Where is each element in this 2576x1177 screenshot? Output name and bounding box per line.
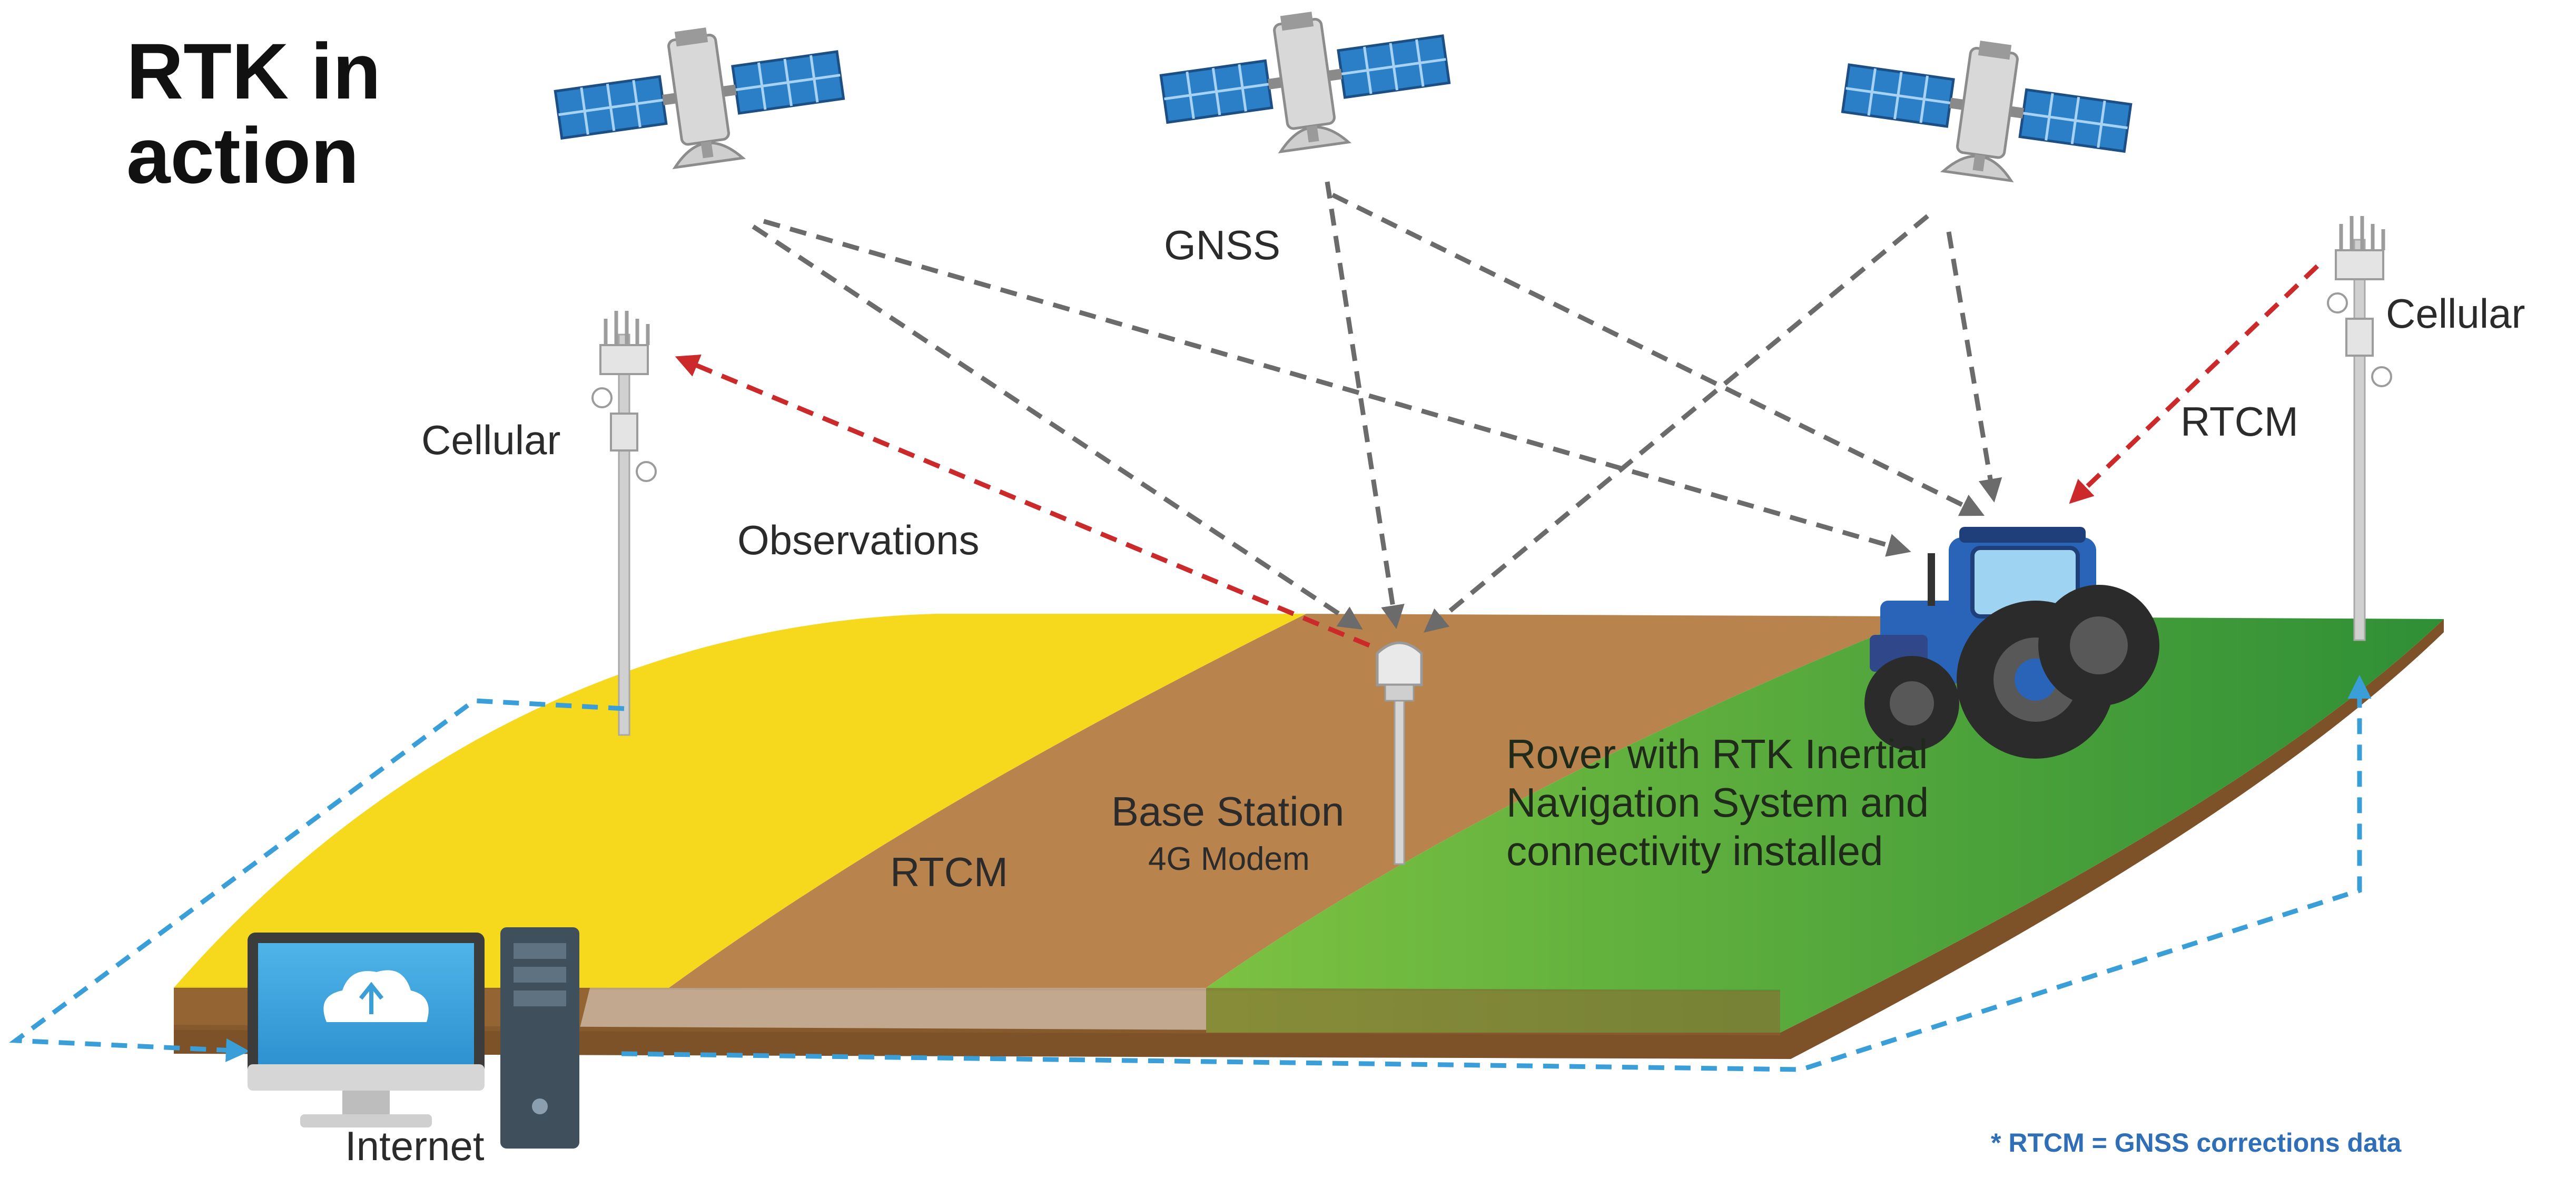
cell-tower-icon (2328, 216, 2391, 640)
gnss-label: GNSS (1164, 222, 1281, 268)
pc-tower-icon (500, 927, 579, 1149)
rover-description: Rover with RTK Inertial Navigation Syste… (1506, 731, 1929, 874)
rtcm-links (675, 264, 2320, 648)
internet-label: Internet (345, 1123, 485, 1169)
base-station-label: Base Station (1111, 788, 1345, 835)
field-green (1206, 616, 2444, 1033)
computer-monitor-icon (248, 933, 485, 1127)
cellular-left-label: Cellular (421, 417, 561, 463)
observations-label: Observations (737, 517, 980, 563)
cellular-right-label: Cellular (2386, 290, 2525, 337)
field-yellow (174, 614, 1306, 988)
cloud-icon (323, 970, 429, 1022)
base-modem-label: 4G Modem (1148, 841, 1310, 877)
satellite-icon (1155, 0, 1455, 166)
tractor-icon (1864, 527, 2159, 759)
field-brown (669, 614, 1922, 988)
satellite-icon (1837, 23, 2137, 196)
gnss-signal-lines (752, 181, 2002, 633)
rtcm-label-field: RTCM (890, 849, 1008, 895)
internet-links (9, 675, 2372, 1072)
page-title: RTK in action (126, 27, 381, 200)
rtcm-label-right: RTCM (2180, 398, 2298, 445)
footnote: * RTCM = GNSS corrections data (1991, 1128, 2402, 1158)
gnss-antenna-icon (1376, 641, 1423, 865)
satellite-icon (549, 10, 850, 183)
